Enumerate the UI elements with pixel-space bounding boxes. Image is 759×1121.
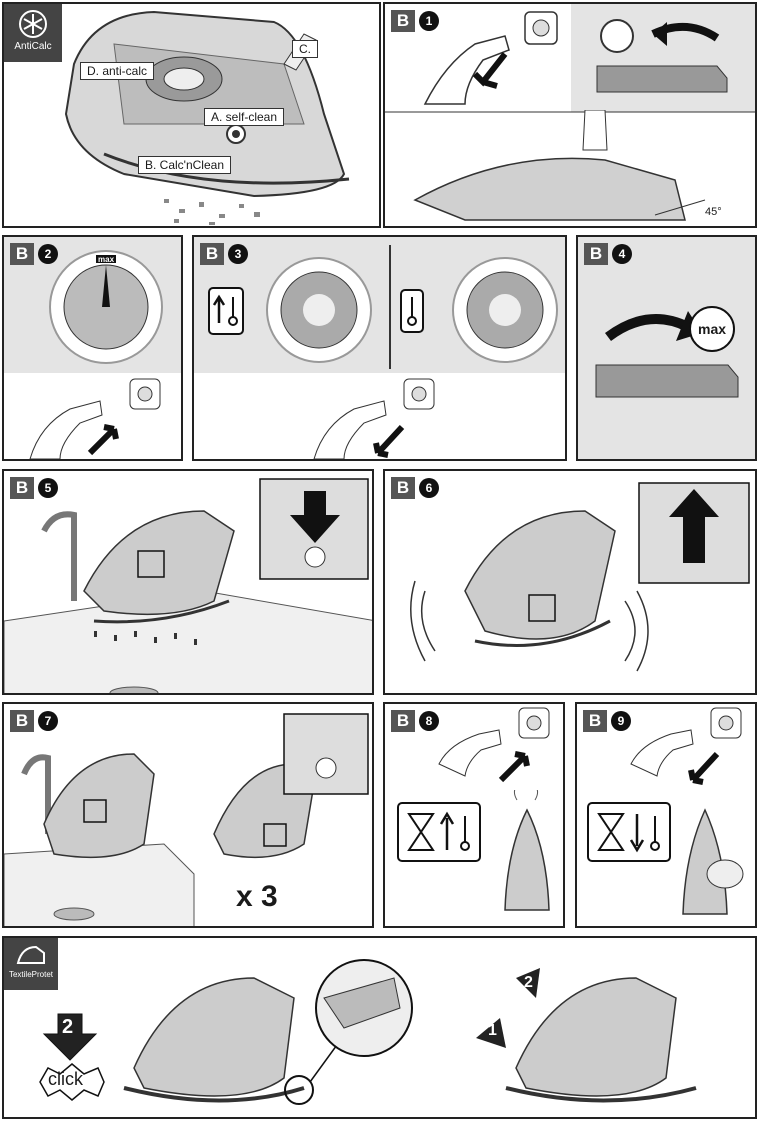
unplug-icon <box>630 707 742 785</box>
step-letter: B <box>10 243 34 265</box>
textile-badge: TextileProtet <box>4 938 58 990</box>
step-letter: B <box>391 477 415 499</box>
iron-soleplate-steam <box>504 790 550 911</box>
divider <box>389 245 391 369</box>
step-2-panel: B 2 max <box>2 235 183 461</box>
temperature-up-icon <box>208 287 244 335</box>
iron-shoe-icon <box>16 945 45 964</box>
repeat-label: x 3 <box>236 880 278 913</box>
click-burst-icon <box>39 1063 105 1101</box>
dial-and-arrow-icon <box>596 19 728 93</box>
anticalc-badge: AntiCalc <box>4 4 62 62</box>
anticalc-panel: AntiCalc C. D. anti-calc A. self-clean B… <box>2 2 381 228</box>
step-number: 7 <box>38 711 58 731</box>
step-letter: B <box>200 243 224 265</box>
plug-icon <box>423 11 558 105</box>
step-letter: B <box>391 10 415 32</box>
step-6-panel: B 6 <box>383 469 757 695</box>
max-label: max <box>98 255 115 264</box>
step-letter: B <box>583 710 607 732</box>
angle-label: 45° <box>705 206 722 218</box>
iron-remove-shoe-illustration <box>476 968 697 1103</box>
callout-b: B. Calc'nClean <box>138 156 231 174</box>
step-number: 3 <box>228 244 248 264</box>
iron-rinse-illustration <box>4 713 369 926</box>
step-two-label-right: 2 <box>524 974 533 991</box>
step-number: 8 <box>419 711 439 731</box>
callout-c: C. <box>292 40 318 58</box>
step-letter: B <box>391 710 415 732</box>
max-label: max <box>698 321 727 337</box>
temperature-dial <box>49 250 163 364</box>
plug-icon <box>29 378 161 459</box>
callout-d: D. anti-calc <box>80 62 155 80</box>
fill-water-illustration <box>385 110 755 221</box>
iron-over-sink-illustration <box>4 478 372 693</box>
step-letter: B <box>10 710 34 732</box>
step-letter: B <box>584 243 608 265</box>
plug-in-icon <box>438 707 550 783</box>
step-8-panel: B 8 <box>383 702 565 928</box>
step-number: 5 <box>38 478 58 498</box>
step-1-panel: B 1 45° <box>383 2 757 228</box>
step-3-panel: B 3 <box>192 235 567 461</box>
step-number: 9 <box>611 711 631 731</box>
heat-up-timer-icon <box>397 802 481 862</box>
step-1-grey-area <box>571 4 755 112</box>
step-number: 1 <box>419 11 439 31</box>
textile-label: TextileProtet <box>8 970 54 979</box>
step-4-panel: B 4 max <box>576 235 757 461</box>
step-letter: B <box>10 477 34 499</box>
step-7-panel: B 7 x 3 <box>2 702 374 928</box>
snowflake-icon <box>19 10 47 38</box>
dial-heating <box>266 257 372 363</box>
unplug-icon <box>313 378 435 459</box>
click-label: click <box>48 1069 83 1089</box>
step-number: 4 <box>612 244 632 264</box>
iron-shake-illustration <box>410 482 750 672</box>
step-two-label: 2 <box>62 1016 74 1038</box>
anticalc-label: AntiCalc <box>14 41 52 52</box>
iron-attach-shoe-illustration <box>123 959 413 1105</box>
temperature-icon <box>400 289 424 333</box>
iron-illustration <box>64 10 350 225</box>
turn-dial-arrow-icon <box>595 306 739 398</box>
step-one-label: 1 <box>488 1022 497 1039</box>
step-9-panel: B 9 <box>575 702 757 928</box>
dial-ready <box>452 257 558 363</box>
cool-down-timer-icon <box>587 802 671 862</box>
step-5-panel: B 5 <box>2 469 374 695</box>
step-number: 6 <box>419 478 439 498</box>
textile-protect-panel: TextileProtet 2 click 1 2 <box>2 936 757 1119</box>
step-number: 2 <box>38 244 58 264</box>
callout-a: A. self-clean <box>204 108 285 126</box>
iron-wipe-illustration <box>682 808 744 915</box>
click-arrow-icon <box>42 1013 98 1061</box>
